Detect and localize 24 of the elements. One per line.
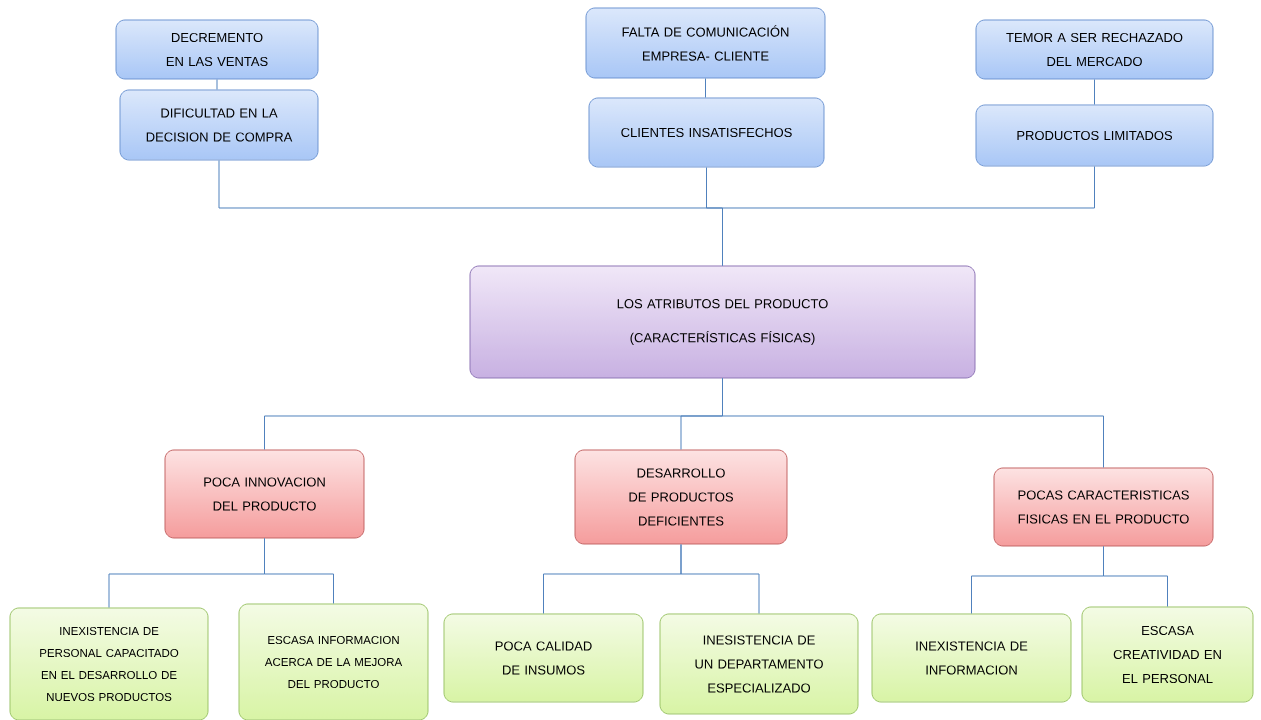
process-box: FALTA DE COMUNICACIÓN EMPRESA- CLIENTE xyxy=(585,7,826,79)
connector-line xyxy=(216,79,218,90)
process-box: LOS ATRIBUTOS DEL PRODUCTO (CARACTERÍSTICAS FÍSICAS) xyxy=(469,265,976,379)
connector-line xyxy=(1094,79,1095,105)
process-box: ESCASA CREATIVIDAD EN EL PERSONAL xyxy=(1081,606,1254,703)
process-box: INESISTENCIA DE UN DEPARTAMENTO ESPECIALIZADO xyxy=(659,613,859,715)
connector-line xyxy=(1103,546,1168,607)
process-box: DESARROLLO DE PRODUCTOS DEFICIENTES xyxy=(574,449,788,545)
process-box: INEXISTENCIA DE PERSONAL CAPACITADO EN EL DESARROLLO DE NUEVOS PRODUCTOS xyxy=(9,607,209,720)
process-box: POCA INNOVACION DEL PRODUCTO xyxy=(164,449,365,539)
connector-line xyxy=(722,378,1104,468)
connector-line xyxy=(680,544,760,614)
connector-line xyxy=(264,538,334,604)
process-box: TEMOR A SER RECHAZADO DEL MERCADO xyxy=(975,19,1214,80)
process-box: CLIENTES INSATISFECHOS xyxy=(588,97,825,168)
process-box: INEXISTENCIA DE INFORMACION xyxy=(871,613,1072,703)
process-box: DECREMENTO EN LAS VENTAS xyxy=(115,19,319,80)
process-box: DIFICULTAD EN LA DECISION DE COMPRA xyxy=(119,89,319,161)
process-box: PRODUCTOS LIMITADOS xyxy=(975,104,1214,167)
connector-line xyxy=(705,78,706,98)
process-box: POCA CALIDAD DE INSUMOS xyxy=(443,613,644,703)
process-box: ESCASA INFORMACION ACERCA DE LA MEJORA DEL PRODUCTO xyxy=(238,603,429,720)
process-box: POCAS CARACTERISTICAS FISICAS EN EL PRODUCTO xyxy=(993,467,1214,547)
connector-line xyxy=(722,166,1095,266)
